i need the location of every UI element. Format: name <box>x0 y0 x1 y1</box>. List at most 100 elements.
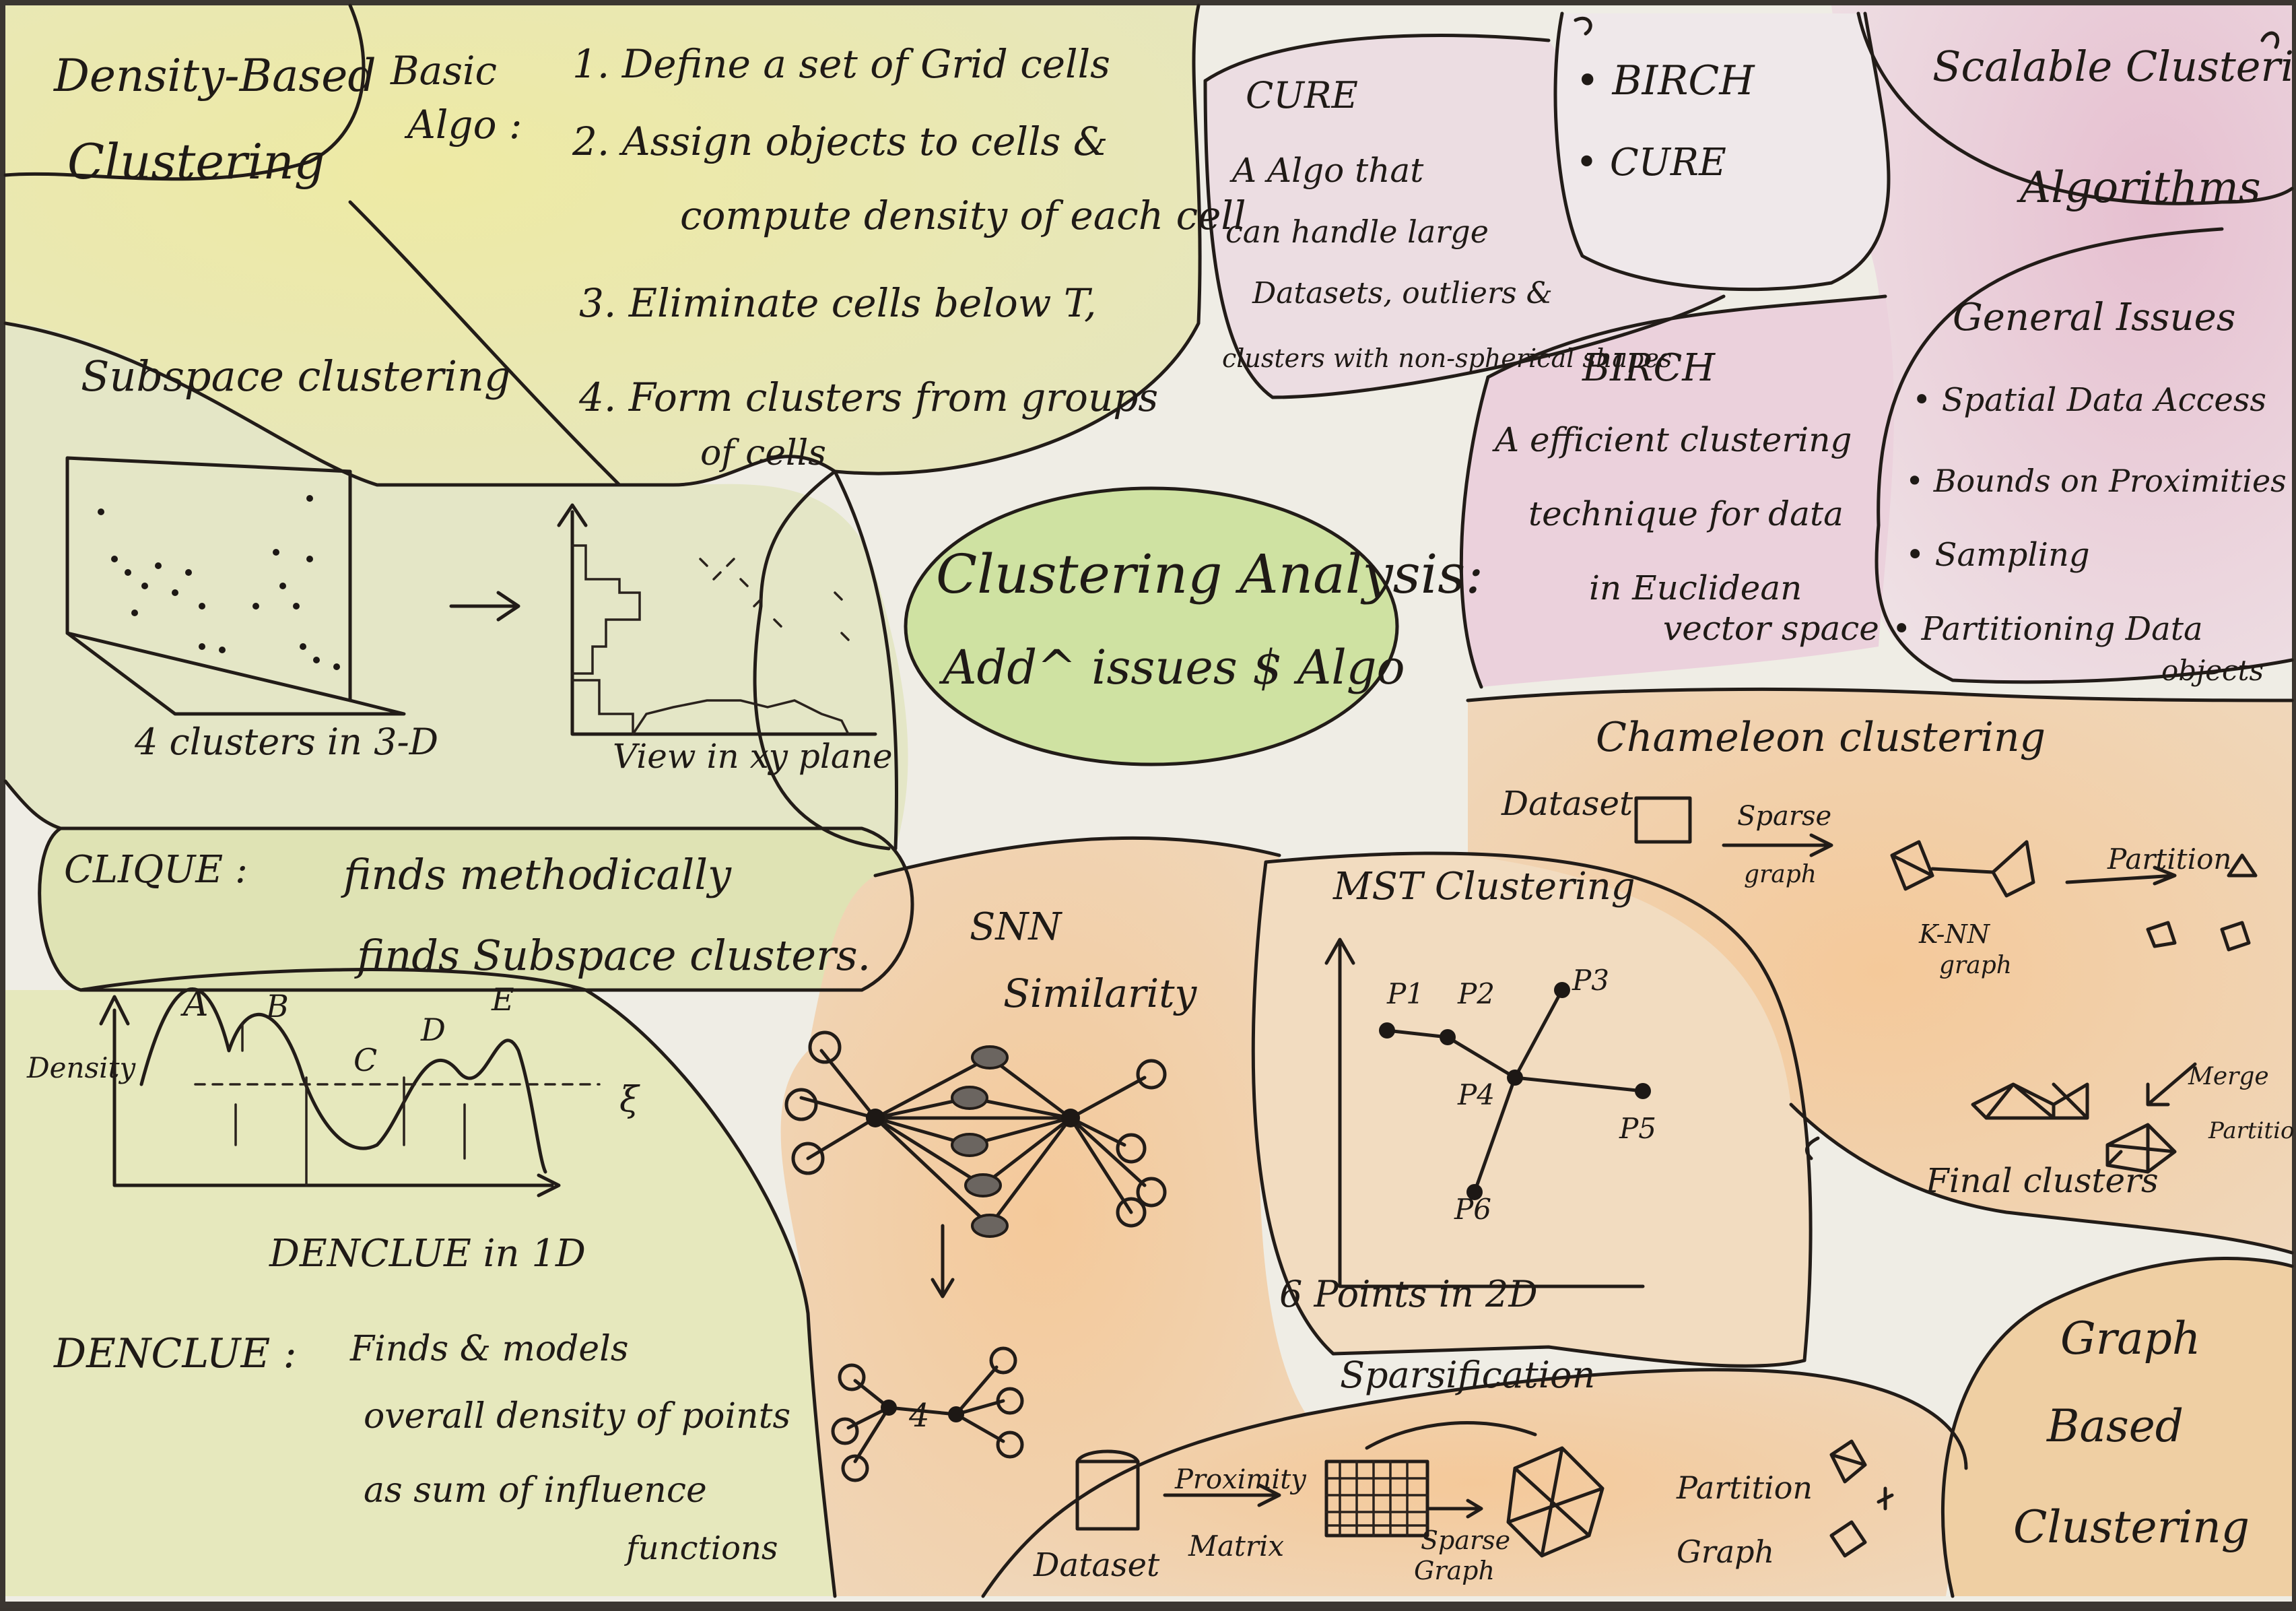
mst-sketch <box>1324 938 1651 1288</box>
denclue-label: DENCLUE : <box>53 1330 297 1377</box>
density-texts: Density-Based Clustering Basic Algo : 1.… <box>53 41 1246 473</box>
mst-p2: P2 <box>1457 977 1495 1010</box>
sparsification-sparse-2: Graph <box>1414 1556 1495 1585</box>
region-outlines <box>3 3 2294 1598</box>
birch-desc-2: technique for data <box>1528 494 1844 533</box>
denclue-y-axis: Density <box>26 1051 136 1084</box>
mst-p3: P3 <box>1572 964 1609 997</box>
list-birch: • BIRCH <box>1576 57 1755 104</box>
clique-texts: CLIQUE : finds methodically finds Subspa… <box>64 848 871 980</box>
snn-texts: SNN Similarity 4 <box>908 905 1198 1435</box>
chameleon-partition: Partition <box>2107 843 2231 876</box>
step-1: 1. Define a set of Grid cells <box>572 41 1110 87</box>
chameleon-sparse-1: Sparse <box>1737 801 1831 832</box>
snn-count: 4 <box>908 1397 930 1435</box>
step-3: 3. Eliminate cells below T, <box>579 280 1096 326</box>
mst-p5: P5 <box>1619 1112 1656 1145</box>
denclue-texts: A B C D E Density ξ DENCLUE in 1D DENCLU… <box>26 981 790 1567</box>
issues-title: General Issues <box>1953 296 2236 339</box>
mst-title: MST Clustering <box>1332 865 1635 909</box>
sparsification-partition-1: Partition <box>1676 1470 1813 1506</box>
denclue-peak-e: E <box>491 981 514 1018</box>
clique-region <box>39 828 913 990</box>
snn-region <box>780 838 1306 1596</box>
sparsification-proximity-2: Matrix <box>1188 1530 1284 1563</box>
birch-desc-4: vector space <box>1663 609 1879 648</box>
mst-p1: P1 <box>1386 977 1424 1010</box>
step-2b: compute density of each cell <box>680 193 1246 238</box>
chameleon-sparse-2: graph <box>1744 861 1817 888</box>
graph-based-3: Clustering <box>2013 1501 2250 1553</box>
cure-desc-4: clusters with non-spherical shapes <box>1222 343 1672 373</box>
chameleon-title: Chameleon clustering <box>1596 714 2046 761</box>
subspace-texts: Subspace clustering 4 clusters in 3-D Vi… <box>81 352 893 776</box>
graph-based-1: Graph <box>2060 1313 2200 1365</box>
denclue-desc-1: Finds & models <box>349 1329 629 1369</box>
cure-desc-2: can handle large <box>1225 213 1489 250</box>
denclue-caption: DENCLUE in 1D <box>269 1232 586 1276</box>
denclue-x-axis: ξ <box>619 1080 640 1120</box>
step-4: 4. Form clusters from groups <box>578 374 1158 420</box>
center-texts: Clustering Analysis: Add^ issues $ Algo <box>936 543 1483 695</box>
snn-title: SNN <box>970 905 1062 949</box>
denclue-desc-3: as sum of influence <box>364 1470 707 1511</box>
snn-subtitle: Similarity <box>1003 971 1198 1016</box>
chameleon-knn-1: K-NN <box>1918 919 1991 949</box>
list-cure: • CURE <box>1576 141 1726 185</box>
list-region <box>1555 13 1889 290</box>
sparsification-region <box>983 1369 1966 1596</box>
basic-label-2: Algo : <box>404 102 522 147</box>
subspace-caption-left: 4 clusters in 3-D <box>134 721 438 763</box>
center-title-1: Clustering Analysis: <box>936 543 1483 605</box>
sparsification-sparse-1: Sparse <box>1421 1525 1510 1555</box>
sparsification-partition-2: Graph <box>1677 1534 1774 1570</box>
sparsification-title: Sparsification <box>1340 1354 1595 1396</box>
denclue-sketch <box>99 987 601 1197</box>
denclue-region <box>5 990 835 1596</box>
scalable-region <box>1831 5 2292 682</box>
subspace-3d-sketch <box>65 456 406 716</box>
cure-desc-1: A Algo that <box>1229 151 1424 190</box>
basic-label-1: Basic <box>390 48 497 94</box>
birch-desc-1: A efficient clustering <box>1492 420 1852 459</box>
issue-3: • Sampling <box>1905 536 2090 574</box>
clique-line-2: finds Subspace clusters. <box>354 931 871 980</box>
issue-4: • Partitioning Data <box>1892 610 2203 648</box>
step-2: 2. Assign objects to cells & <box>572 119 1108 164</box>
cure-birch-texts: CURE A Algo that can handle large Datase… <box>1222 57 1879 648</box>
scalable-title-2: Algorithms <box>2017 163 2261 213</box>
cure-title: CURE <box>1246 74 1358 117</box>
denclue-peak-c: C <box>353 1042 377 1078</box>
density-title-1: Density-Based <box>53 50 376 102</box>
mst-p4: P4 <box>1457 1078 1495 1111</box>
center-oval <box>904 486 1399 766</box>
subspace-caption-right: View in xy plane <box>613 737 893 776</box>
denclue-desc-4: functions <box>624 1530 778 1567</box>
graph-based-texts: Graph Based Clustering <box>2013 1313 2250 1553</box>
issue-4b: objects <box>2161 654 2264 687</box>
density-title-2: Clustering <box>67 133 325 190</box>
cure-desc-3: Datasets, outliers & <box>1252 276 1553 310</box>
clique-label: CLIQUE : <box>64 848 248 892</box>
issue-1: • Spatial Data Access <box>1912 381 2266 419</box>
graph-based-region <box>1943 1258 2292 1596</box>
graph-based-2: Based <box>2046 1400 2184 1452</box>
chameleon-dataset: Dataset <box>1501 784 1633 823</box>
margin-mark-1 <box>1574 17 1592 36</box>
clique-line-1: finds methodically <box>341 850 732 899</box>
birch-desc-3: in Euclidean <box>1589 568 1802 607</box>
scalable-title-1: Scalable Clustering <box>1932 42 2296 91</box>
mst-texts: MST Clustering P1 P2 P3 P4 P5 P6 6 Point… <box>1279 865 1656 1315</box>
center-region <box>906 488 1397 764</box>
density-region <box>5 5 1201 485</box>
denclue-desc-2: overall density of points <box>364 1396 790 1437</box>
center-title-2: Add^ issues $ Algo <box>939 640 1405 695</box>
mst-region <box>1253 853 1811 1367</box>
birch-region <box>1461 296 1894 687</box>
birch-title: BIRCH <box>1582 346 1716 390</box>
subspace-title: Subspace clustering <box>81 352 511 401</box>
chameleon-merge-2: Partition <box>2208 1117 2296 1144</box>
subspace-xy-sketch <box>557 503 877 736</box>
mst-caption: 6 Points in 2D <box>1279 1273 1538 1315</box>
chameleon-sketch <box>1634 796 2258 1174</box>
